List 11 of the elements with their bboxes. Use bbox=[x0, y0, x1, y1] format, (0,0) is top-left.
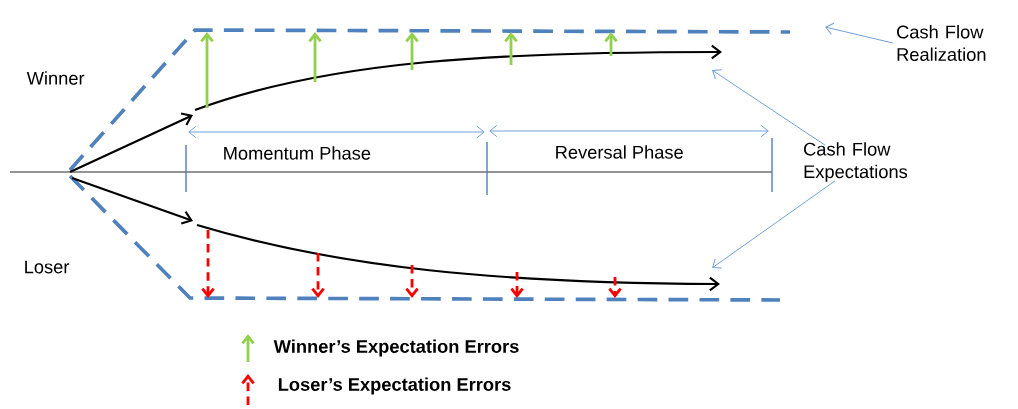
legend-text: Loser’s Expectation Errors bbox=[278, 377, 511, 395]
text-label: Momentum Phase bbox=[224, 146, 371, 160]
leader-line bbox=[712, 180, 836, 269]
text-label: Winner bbox=[26, 71, 85, 85]
legend-text: Winner’s Expectation Errors bbox=[273, 339, 519, 357]
text-label: Reversal Phase bbox=[556, 145, 683, 159]
callout-text: Cash Flow Realization bbox=[897, 25, 986, 61]
callout-text: Cash Flow Expectations bbox=[804, 142, 908, 182]
text-label: Loser bbox=[25, 260, 70, 274]
leader-line bbox=[712, 69, 826, 146]
leader-line bbox=[825, 22, 894, 44]
